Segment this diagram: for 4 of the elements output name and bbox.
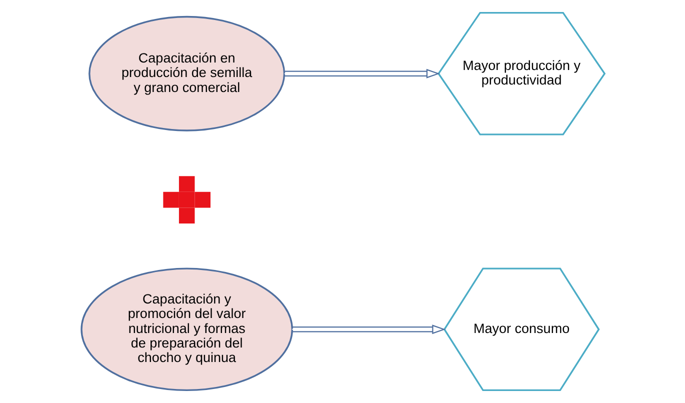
arrow	[292, 324, 446, 334]
arrow	[284, 68, 440, 78]
node-ellipse: Capacitación en producción de semilla y grano comercial	[88, 16, 285, 132]
node-ellipse: Capacitación y promoción del valor nutricional y formas de preparación del chocho y quinua	[80, 268, 293, 392]
